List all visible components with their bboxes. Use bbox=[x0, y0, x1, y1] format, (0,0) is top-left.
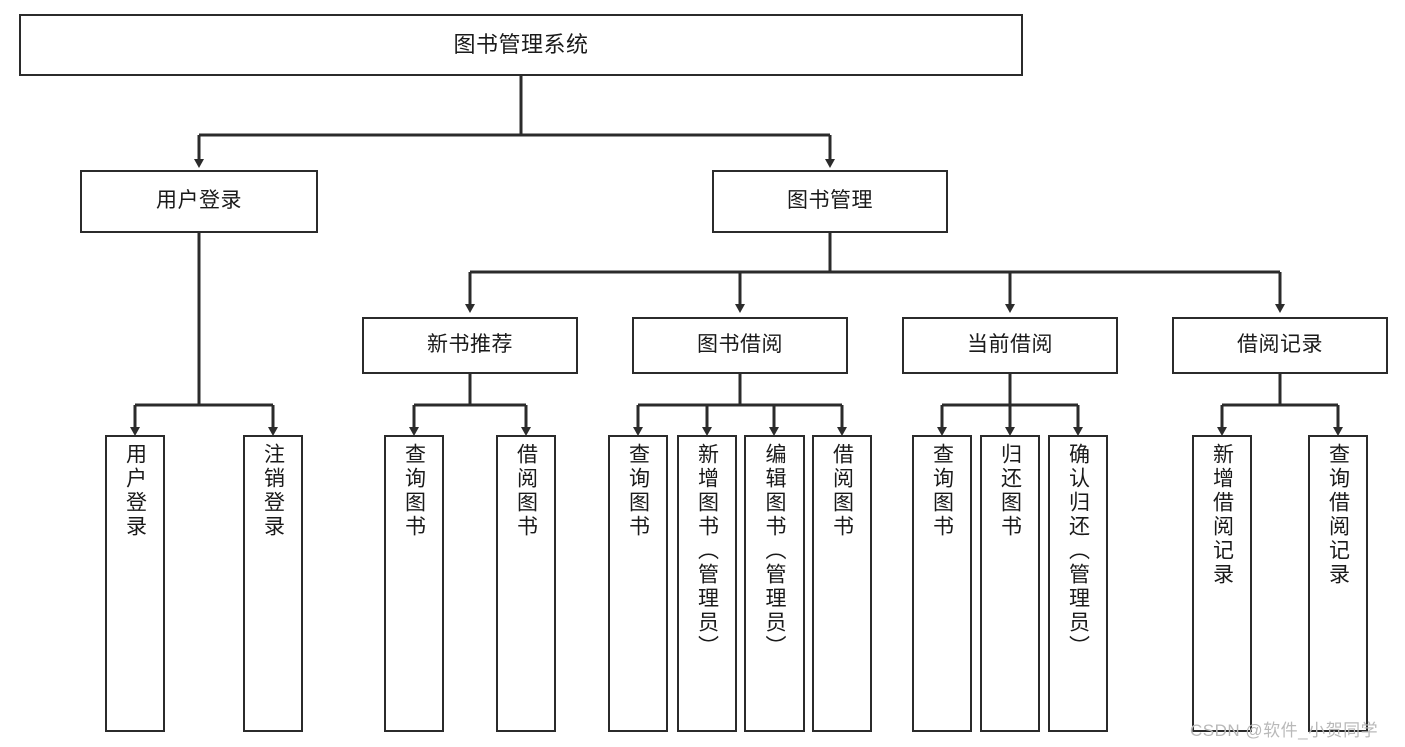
node-label: 查询图书 bbox=[402, 443, 426, 539]
node-label: 新书推荐 bbox=[427, 333, 513, 357]
leaf-new-book-borrow[interactable]: 借阅图书 bbox=[496, 435, 556, 732]
leaf-book-borrow-query[interactable]: 查询图书 bbox=[608, 435, 668, 732]
node-label: 用户登录 bbox=[156, 189, 242, 213]
node-book-borrow[interactable]: 图书借阅 bbox=[632, 317, 848, 374]
leaf-user-login-signin[interactable]: 用户登录 bbox=[105, 435, 165, 732]
leaf-current-borrow-return[interactable]: 归还图书 bbox=[980, 435, 1040, 732]
node-label: 注销登录 bbox=[261, 443, 285, 539]
node-borrow-record[interactable]: 借阅记录 bbox=[1172, 317, 1388, 374]
leaf-borrow-record-add[interactable]: 新增借阅记录 bbox=[1192, 435, 1252, 732]
node-label: 确认归还（管理员） bbox=[1066, 443, 1090, 659]
watermark-text: CSDN @软件_小贺同学 bbox=[1190, 721, 1379, 740]
node-label: 用户登录 bbox=[123, 443, 147, 539]
node-book-management[interactable]: 图书管理 bbox=[712, 170, 948, 233]
node-label: 新增图书（管理员） bbox=[695, 443, 719, 659]
node-label: 查询图书 bbox=[626, 443, 650, 539]
node-new-book-recommend[interactable]: 新书推荐 bbox=[362, 317, 578, 374]
node-label: 借阅图书 bbox=[830, 443, 854, 539]
node-label: 新增借阅记录 bbox=[1210, 443, 1234, 587]
leaf-book-borrow-lend[interactable]: 借阅图书 bbox=[812, 435, 872, 732]
node-root-system[interactable]: 图书管理系统 bbox=[19, 14, 1023, 76]
node-label: 图书管理 bbox=[787, 189, 873, 213]
leaf-new-book-query[interactable]: 查询图书 bbox=[384, 435, 444, 732]
node-label: 借阅记录 bbox=[1237, 333, 1323, 357]
leaf-book-borrow-add[interactable]: 新增图书（管理员） bbox=[677, 435, 737, 732]
node-user-login[interactable]: 用户登录 bbox=[80, 170, 318, 233]
node-label: 查询图书 bbox=[930, 443, 954, 539]
node-label: 当前借阅 bbox=[967, 333, 1053, 357]
leaf-book-borrow-edit[interactable]: 编辑图书（管理员） bbox=[744, 435, 805, 732]
node-label: 归还图书 bbox=[998, 443, 1022, 539]
leaf-borrow-record-query[interactable]: 查询借阅记录 bbox=[1308, 435, 1368, 732]
node-label: 编辑图书（管理员） bbox=[763, 443, 786, 659]
node-label: 图书借阅 bbox=[697, 333, 783, 357]
node-label: 借阅图书 bbox=[514, 443, 538, 539]
node-label: 查询借阅记录 bbox=[1326, 443, 1350, 587]
node-label: 图书管理系统 bbox=[453, 32, 589, 58]
leaf-current-borrow-confirm-return[interactable]: 确认归还（管理员） bbox=[1048, 435, 1108, 732]
leaf-current-borrow-query[interactable]: 查询图书 bbox=[912, 435, 972, 732]
node-current-borrow[interactable]: 当前借阅 bbox=[902, 317, 1118, 374]
leaf-user-login-signout[interactable]: 注销登录 bbox=[243, 435, 303, 732]
